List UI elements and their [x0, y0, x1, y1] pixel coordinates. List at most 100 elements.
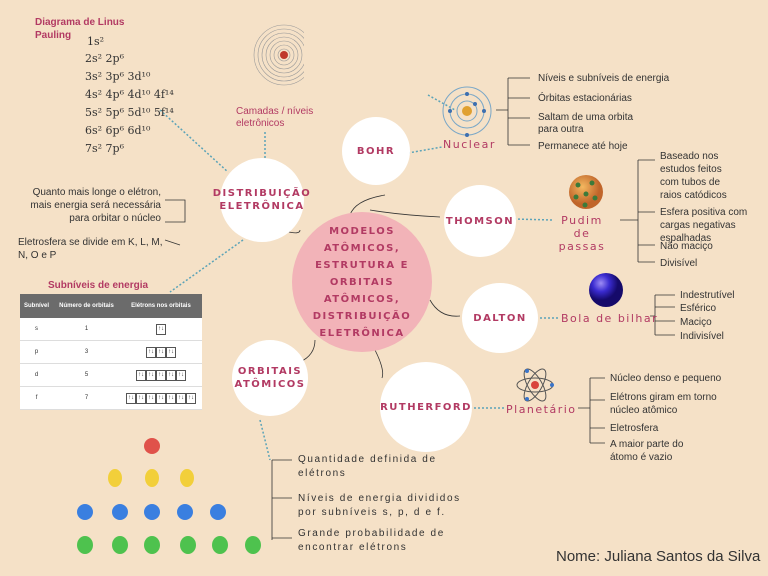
thomson-item-1c: com tubos de [660, 177, 721, 188]
table-header-eletrons: Elétrons nos orbitais [119, 294, 202, 318]
center-line-5: ELETRÔNICA [319, 327, 405, 339]
table-cell: f [20, 386, 54, 410]
bohr-tag: Nuclear [443, 138, 496, 151]
camadas-label-1: Camadas / níveis [236, 106, 314, 117]
distribuicao-note-1b: mais energia será necessária [30, 200, 161, 211]
rutherford-item-2: Elétrons giram em torno núcleo atômico [610, 391, 717, 417]
bohr-item-3: Saltam de uma orbita [538, 112, 634, 123]
thomson-item-1d: raios catódicos [660, 190, 727, 201]
table-row: f 7 ↑↓↑↓↑↓↑↓↑↓↑↓↑↓ [20, 386, 202, 410]
billiard-ball-icon [588, 272, 624, 308]
distribuicao-label-2: ELETRÔNICA [219, 201, 305, 212]
orbital-box: ↑↓ [175, 369, 186, 381]
orbital-box: ↑↓ [145, 346, 156, 358]
orbitais-item-3a: Grande probabilidade de [298, 528, 445, 539]
rutherford-item-4b: átomo é vazio [610, 452, 673, 463]
orbitais-item-3: Grande probabilidade de encontrar elétro… [298, 527, 445, 555]
orbitais-item-3b: encontrar elétrons [298, 542, 408, 553]
orbital-box: ↑↓ [175, 392, 186, 404]
pauling-row-3: 3s² 3p⁶ 3d¹⁰ [85, 70, 151, 83]
table-cell-boxes: ↑↓↑↓↑↓↑↓↑↓ [119, 363, 202, 387]
pauling-title-1: Diagrama de Linus [35, 17, 125, 28]
bohr-item-4: Permanece até hoje [538, 141, 628, 152]
orbital-shapes-illustration [44, 430, 280, 565]
thomson-item-1: Baseado nos estudos feitos com tubos de … [660, 150, 727, 202]
table-row: p 3 ↑↓↑↓↑↓ [20, 340, 202, 364]
thomson-item-3: Não maciço [660, 241, 713, 252]
rutherford-node[interactable]: RUTHERFORD [380, 362, 472, 452]
orbital-box: ↑↓ [165, 369, 176, 381]
orbitais-item-1a: Quantidade definida de [298, 454, 437, 465]
pauling-row-7: 7s² 7p⁶ [85, 142, 124, 155]
pauling-row-2: 2s² 2p⁶ [85, 52, 124, 65]
table-cell-boxes: ↑↓↑↓↑↓ [119, 340, 202, 364]
table-header-numero: Número de orbitais [53, 294, 120, 318]
subniveis-table-wrap: Subnível Número de orbitais Elétrons nos… [20, 294, 202, 410]
distribuicao-note-2b: N, O e P [18, 250, 57, 261]
rutherford-item-1: Núcleo denso e pequeno [610, 373, 722, 384]
table-cell: s [20, 318, 54, 341]
table-cell: 5 [53, 363, 120, 387]
thomson-tag-1: Pudim de [561, 214, 603, 240]
thomson-tag-2: passas [558, 240, 606, 253]
center-topic[interactable]: MODELOS ATÔMICOS, ESTRUTURA E ORBITAIS A… [292, 212, 432, 352]
orbital-box: ↑↓ [165, 346, 176, 358]
bohr-node[interactable]: BOHR [342, 117, 410, 185]
bohr-label: BOHR [356, 145, 396, 157]
thomson-item-1b: estudos feitos [660, 164, 722, 175]
dalton-node[interactable]: DALTON [462, 283, 538, 353]
table-cell: 3 [53, 340, 120, 364]
center-line-4: DISTRIBUIÇÃO [312, 310, 412, 322]
pauling-title-2: Pauling [35, 30, 72, 41]
distribuicao-note-1c: para orbitar o núcleo [69, 213, 161, 224]
table-cell-boxes: ↑↓↑↓↑↓↑↓↑↓↑↓↑↓ [119, 386, 202, 410]
thomson-tag: Pudim de passas [554, 214, 610, 253]
thomson-item-2b: cargas negativas [660, 220, 736, 231]
thomson-node[interactable]: THOMSON [444, 185, 516, 257]
orbitais-item-2a: Níveis de energia divididos [298, 493, 461, 504]
orbitais-item-1b: elétrons [298, 468, 347, 479]
bohr-item-1: Níveis e subníveis de energia [538, 73, 670, 84]
distribuicao-label-1: DISTRIBUIÇÃO [212, 188, 312, 199]
orbitais-item-2: Níveis de energia divididos por subnívei… [298, 492, 461, 520]
dalton-item-4: Indivisível [680, 331, 724, 342]
rutherford-tag: Planetário [506, 403, 577, 416]
table-cell: 7 [53, 386, 120, 410]
center-line-2: ESTRUTURA E [315, 259, 409, 271]
camadas-illustration [234, 8, 315, 102]
table-row: d 5 ↑↓↑↓↑↓↑↓↑↓ [20, 363, 202, 387]
distribuicao-note-1a: Quanto mais longe o elétron, [32, 187, 161, 198]
pauling-row-4: 4s² 4p⁶ 4d¹⁰ 4f¹⁴ [85, 88, 174, 101]
dalton-item-2: Esférico [680, 303, 717, 314]
thomson-item-2: Esfera positiva com cargas negativas esp… [660, 206, 747, 245]
rutherford-item-2a: Elétrons giram em torno [610, 392, 717, 403]
orbitais-item-1: Quantidade definida de elétrons [298, 453, 437, 481]
rutherford-item-3: Eletrosfera [610, 423, 659, 434]
orbital-box: ↑↓ [155, 346, 166, 358]
table-cell: p [20, 340, 54, 364]
thomson-item-4: Divisível [660, 258, 698, 269]
pauling-title: Diagrama de Linus Pauling [35, 16, 124, 42]
thomson-item-1a: Baseado nos [660, 151, 719, 162]
bohr-atom-icon [440, 84, 494, 138]
orbital-box: ↑↓ [165, 392, 176, 404]
rutherford-item-4: A maior parte do átomo é vazio [610, 438, 683, 464]
table-header-subnivel: Subnível [20, 294, 54, 318]
thomson-item-2c: espalhadas [660, 233, 712, 244]
rutherford-atom-icon [515, 366, 555, 404]
author-name: Nome: Juliana Santos da Silva [556, 548, 761, 565]
rutherford-label: RUTHERFORD [380, 401, 472, 413]
dalton-label: DALTON [473, 312, 527, 324]
thomson-item-2a: Esfera positiva com [660, 207, 748, 218]
orbital-box: ↑↓ [135, 369, 146, 381]
table-cell: 1 [53, 318, 120, 341]
orbital-box: ↑↓ [185, 392, 196, 404]
bohr-item-3b: para outra [538, 124, 584, 135]
distribuicao-note-2a: Eletrosfera se divide em K, L, M, [18, 237, 163, 248]
distribuicao-note-2: Eletrosfera se divide em K, L, M, N, O e… [18, 236, 163, 262]
orbital-box: ↑↓ [145, 392, 156, 404]
bohr-item-2: Órbitas estacionárias [538, 93, 632, 104]
center-line-1: MODELOS ATÔMICOS, [323, 225, 401, 254]
distribuicao-node[interactable]: DISTRIBUIÇÃO ELETRÔNICA [213, 158, 310, 242]
orbitais-node[interactable]: ORBITAIS ATÔMICOS [232, 340, 308, 416]
